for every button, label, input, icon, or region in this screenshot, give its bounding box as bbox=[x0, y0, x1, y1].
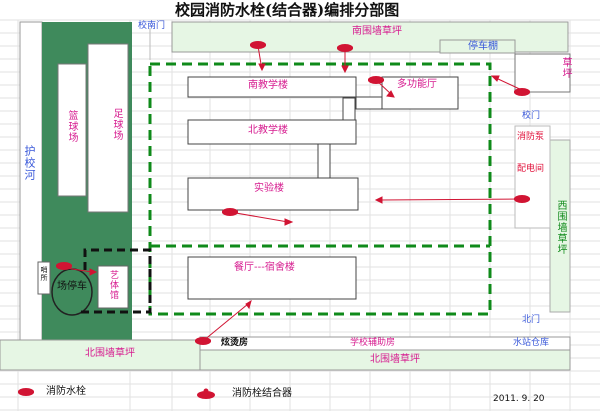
north-lawn-left bbox=[0, 339, 201, 371]
north-gate-label: 北门 bbox=[522, 315, 541, 325]
water-tank-label: 水站仓库 bbox=[513, 338, 550, 348]
lab-label: 实验楼 bbox=[254, 183, 284, 194]
legend-hydrant-marker bbox=[18, 388, 34, 396]
connector-box-b bbox=[342, 97, 356, 121]
hydrant-shed-label: 哨所 bbox=[40, 266, 48, 282]
connector-box-c bbox=[317, 143, 331, 179]
football-field bbox=[87, 43, 129, 213]
legend-hydrant-label: 消防水栓 bbox=[46, 386, 86, 397]
fire-route-main bbox=[148, 62, 492, 316]
hydrant-arrows bbox=[65, 45, 527, 342]
legend-connector-label: 消防栓结合器 bbox=[232, 388, 292, 399]
lab-box bbox=[187, 177, 359, 211]
date-stamp: 2011. 9. 20 bbox=[493, 394, 545, 404]
hydrant-marker bbox=[56, 262, 72, 270]
art-hall-box bbox=[97, 265, 129, 309]
basketball-label: 篮球场 bbox=[66, 110, 77, 143]
east-service-box bbox=[514, 125, 551, 229]
pump-room-label: 消防泵 bbox=[517, 132, 545, 142]
lawn-ne-label: 草坪 bbox=[560, 57, 571, 79]
parking-shed-label: 停车棚 bbox=[468, 41, 498, 52]
hydrant-marker bbox=[368, 76, 384, 84]
parking-lot-ellipse bbox=[51, 268, 93, 316]
east-gate-label: 校门 bbox=[522, 111, 541, 121]
river-label: 护校河 bbox=[23, 145, 36, 181]
hydrant-marker bbox=[195, 337, 211, 345]
hydrant-marker bbox=[514, 195, 530, 203]
art-hall-label: 艺体馆 bbox=[108, 270, 118, 300]
school-aux-label: 学校辅助房 bbox=[350, 338, 396, 348]
boiler-room-label: 炫烫房 bbox=[221, 338, 249, 348]
connector-box-a bbox=[355, 96, 383, 110]
hydrant-marker bbox=[337, 44, 353, 52]
hydrant-marker bbox=[514, 88, 530, 96]
north-teaching-label: 北教学楼 bbox=[248, 125, 288, 136]
power-room-label: 配电间 bbox=[517, 164, 545, 174]
hydrant-marker bbox=[250, 41, 266, 49]
north-lawn-right-label: 北围墙草坪 bbox=[370, 354, 420, 365]
legend-connector-marker bbox=[197, 388, 215, 399]
parking-lot-label: 场停车 bbox=[57, 281, 87, 292]
parking-shed-box bbox=[439, 39, 516, 54]
north-teaching-box bbox=[187, 119, 357, 145]
canteen-label: 餐厅---宿舍楼 bbox=[234, 262, 295, 273]
multi-hall-label: 多功能厅 bbox=[397, 79, 437, 90]
west-lawn-label: 西围墙草坪 bbox=[555, 200, 566, 255]
south-lawn-label: 南围墙草坪 bbox=[352, 26, 402, 37]
basketball-court bbox=[57, 63, 87, 197]
hydrant-shed-box bbox=[37, 261, 51, 295]
south-teaching-label: 南教学楼 bbox=[248, 80, 288, 91]
north-lawn-left-label: 北围墙草坪 bbox=[85, 348, 135, 359]
hydrant-markers bbox=[56, 41, 530, 345]
south-teaching-box bbox=[187, 76, 357, 98]
hydrant-marker bbox=[222, 208, 238, 216]
south-gate-label: 校南门 bbox=[138, 21, 166, 31]
multi-hall-box bbox=[381, 76, 459, 110]
canteen-box bbox=[187, 256, 357, 300]
football-label: 足球场 bbox=[111, 108, 122, 141]
black-dashed-path bbox=[80, 248, 152, 314]
lawn-ne-box bbox=[514, 53, 571, 93]
page-title: 校园消防水栓(结合器)编排分部图 bbox=[175, 1, 400, 19]
